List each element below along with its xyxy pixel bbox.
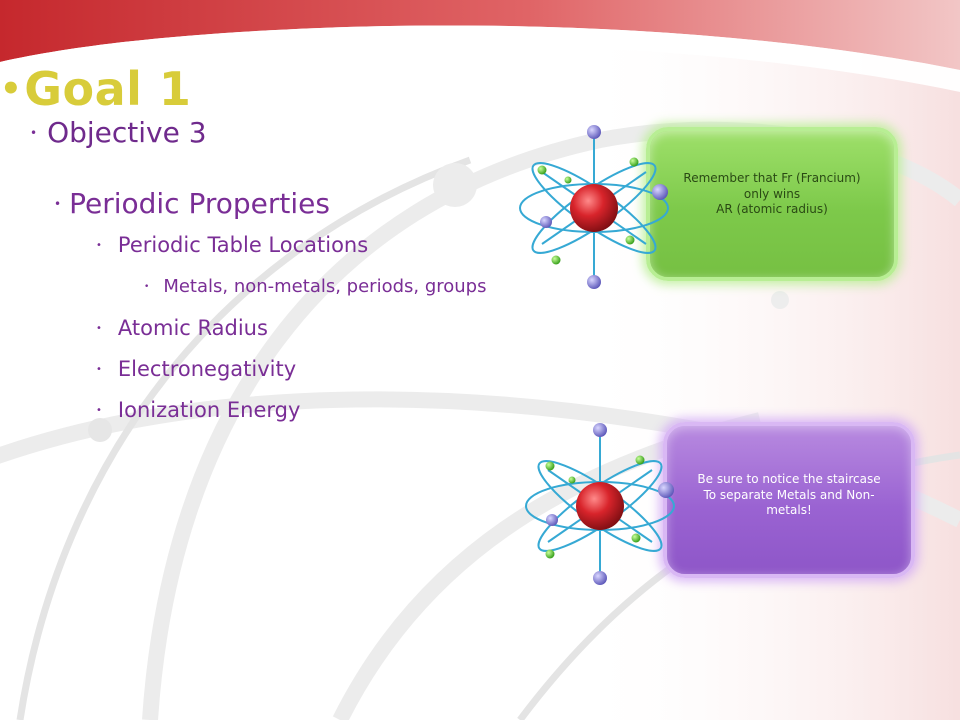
section-bullet: • Periodic Properties [54,187,330,220]
list-item-text: Periodic Table Locations [117,233,369,257]
sub-list-item: • Metals, non-metals, periods, groups [144,276,487,297]
section-text: Periodic Properties [69,187,330,220]
bullet-marker: • [96,404,102,416]
objective-text: Objective 3 [47,116,207,149]
atom-icon [525,423,675,585]
slide-title: • Goal 1 [0,62,191,116]
bullet-marker: • [54,196,62,211]
bullet-marker: • [144,281,150,292]
sub-list-item-text: Metals, non-metals, periods, groups [163,276,487,297]
callout-text: Remember that Fr (Francium) only wins AR… [683,171,861,217]
list-item: • Atomic Radius [96,316,268,340]
bullet-marker: • [30,125,38,140]
atom-icon [519,125,669,289]
callout-note-green: Remember that Fr (Francium) only wins AR… [646,127,898,281]
list-item-text: Atomic Radius [117,316,268,340]
bullet-marker: • [96,363,102,375]
title-text: Goal 1 [24,62,192,116]
bullet-marker: • [96,239,102,251]
callout-text: Be sure to notice the staircase To separ… [697,472,881,518]
list-item: • Periodic Table Locations [96,233,368,257]
callout-note-purple: Be sure to notice the staircase To separ… [663,422,915,578]
title-bullet: • [0,69,23,109]
bullet-marker: • [96,322,102,334]
list-item: • Ionization Energy [96,398,300,422]
objective-bullet: • Objective 3 [30,116,207,149]
list-item: • Electronegativity [96,357,296,381]
list-item-text: Ionization Energy [117,398,301,422]
list-item-text: Electronegativity [117,357,297,381]
